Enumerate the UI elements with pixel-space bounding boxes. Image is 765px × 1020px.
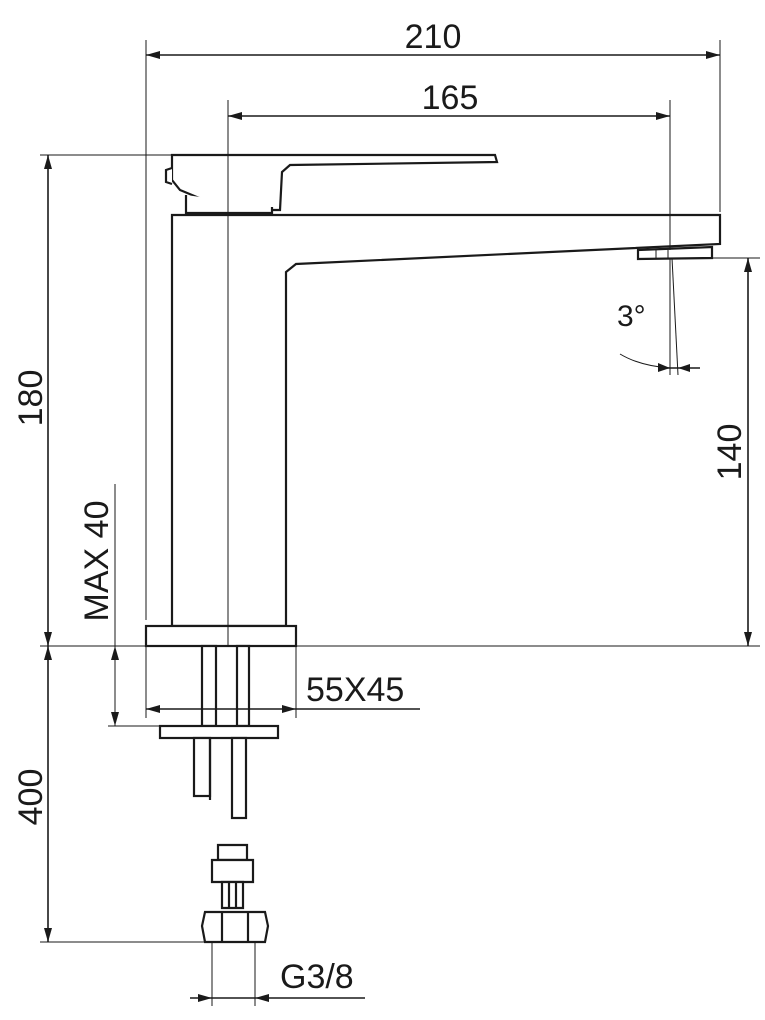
dim-hose-length-label: 400 [12, 769, 50, 826]
dim-spout-height: 140 [711, 257, 760, 646]
dim-overall-height: 180 [12, 154, 172, 646]
dim-base-size: 55X45 [145, 646, 420, 718]
mounting-rod-left [200, 644, 218, 728]
dim-outlet-angle: 3° [617, 257, 700, 376]
faucet-body [170, 213, 722, 628]
dim-overall-length-label: 210 [405, 18, 462, 56]
supply-hose-right [230, 736, 248, 820]
dim-spout-reach-label: 165 [422, 79, 479, 117]
dim-deck-thickness-label: MAX 40 [78, 501, 116, 622]
deck-flange [144, 624, 298, 648]
handle-stem [184, 195, 274, 215]
fixing-plate [158, 724, 280, 740]
dim-overall-length: 210 [145, 18, 721, 620]
supply-hose-left [192, 736, 212, 798]
faucet-outline [144, 153, 722, 944]
mounting-rod-right [235, 644, 251, 728]
hose-connector [216, 843, 249, 862]
hex-nut [200, 910, 270, 944]
dim-outlet-angle-label: 3° [617, 300, 646, 333]
aerator [636, 245, 714, 261]
dim-spout-height-label: 140 [711, 424, 749, 481]
dim-spout-reach: 165 [227, 79, 671, 646]
dim-deck-thickness: MAX 40 [78, 484, 160, 727]
handle-cap [164, 166, 173, 186]
dim-connection-thread: G3/8 [190, 942, 365, 1006]
lever-handle [170, 153, 499, 212]
dim-overall-height-label: 180 [12, 370, 50, 427]
dim-base-size-label: 55X45 [306, 671, 404, 709]
dim-connection-thread-label: G3/8 [280, 958, 354, 996]
dim-hose-length: 400 [12, 646, 205, 943]
